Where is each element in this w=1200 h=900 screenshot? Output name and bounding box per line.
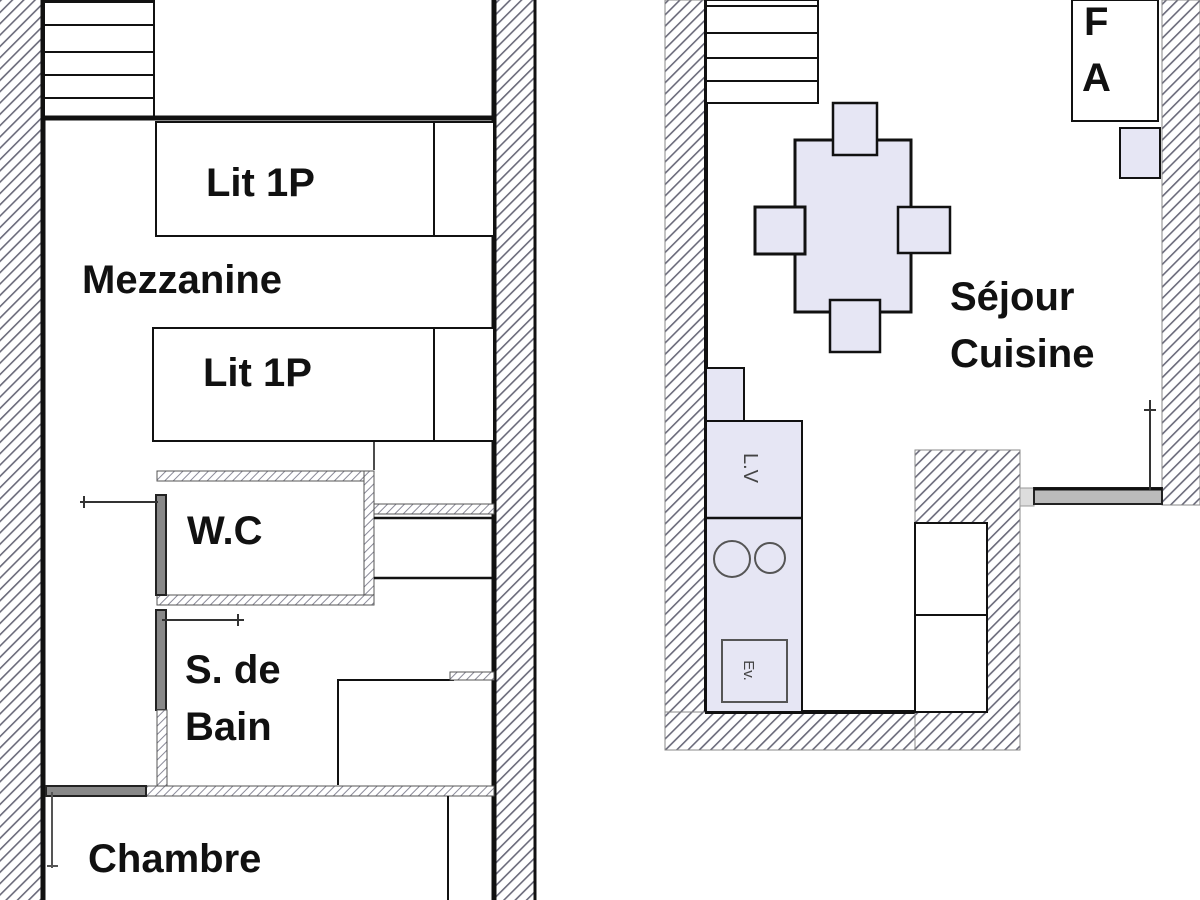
bathtub <box>337 671 495 785</box>
cabinet-letter-f: F <box>1084 0 1109 44</box>
left-plan <box>0 0 537 900</box>
window-icon <box>1019 400 1163 507</box>
stairs-icon <box>705 0 819 104</box>
sink <box>721 639 788 703</box>
bed-2-label: Lit 1P <box>203 351 312 395</box>
stairs-icon <box>43 0 155 119</box>
bed-1-label: Lit 1P <box>206 161 315 205</box>
bed-1 <box>155 121 495 237</box>
bathroom-door-icon <box>155 609 244 791</box>
wc-door-icon <box>80 494 167 596</box>
room-label-wc: W.C <box>187 509 263 553</box>
bedroom-door-icon <box>45 785 147 868</box>
cabinet-fa <box>1071 0 1159 122</box>
left-outer-wall <box>0 0 42 900</box>
left-plan-right-wall <box>496 0 534 900</box>
room-label-bedroom: Chambre <box>88 837 262 881</box>
right-plan-right-wall <box>1161 0 1200 506</box>
room-label-bathroom-line2: Bain <box>185 705 272 749</box>
cupboards <box>914 522 988 713</box>
right-plan <box>664 0 1200 751</box>
burner-small <box>754 542 786 574</box>
right-plan-left-wall <box>664 0 706 751</box>
cabinet-letter-a: A <box>1082 56 1111 100</box>
wc-walls <box>156 470 495 606</box>
kitchen-counter <box>705 367 803 713</box>
small-cabinet <box>1119 127 1161 179</box>
sink-label: Ev. <box>739 660 757 681</box>
dining-table <box>753 101 952 354</box>
bed-2 <box>152 327 495 442</box>
room-label-bathroom-line1: S. de <box>185 648 281 692</box>
room-label-living-line1: Séjour <box>950 275 1075 319</box>
dishwasher-label: L.V <box>739 452 762 484</box>
room-label-living-line2: Cuisine <box>950 332 1095 376</box>
burner-large <box>713 540 751 578</box>
room-label-mezzanine: Mezzanine <box>82 258 283 302</box>
